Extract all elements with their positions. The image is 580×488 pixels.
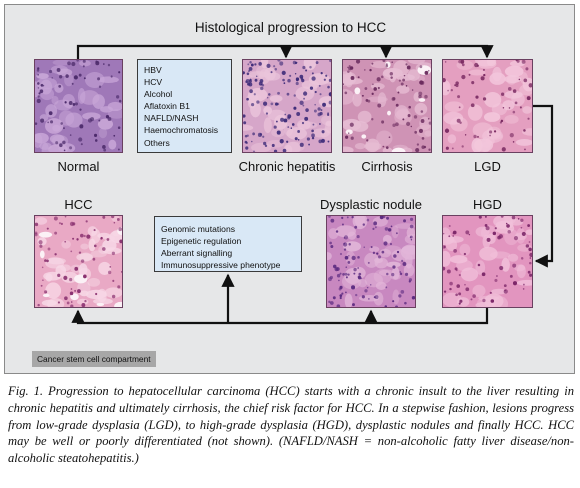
lgd-label: LGD: [474, 159, 501, 174]
mechanisms-box: Genomic mutations Epigenetic regulation …: [154, 216, 302, 272]
risk-factors-box: HBV HCV Alcohol Aflatoxin B1 NAFLD/NASH …: [137, 59, 232, 153]
hgd-label: HGD: [473, 197, 502, 212]
lgd-histology-image: [442, 59, 533, 153]
cirrhosis-histology-image: [342, 59, 432, 153]
normal-label: Normal: [57, 159, 100, 174]
cancer-stem-cell-label: Cancer stem cell compartment: [32, 351, 156, 367]
bottom-bracket-line: [71, 308, 489, 325]
top-bracket-line: [76, 44, 494, 59]
cirrhosis-label: Cirrhosis: [361, 159, 413, 174]
normal-histology-image: [34, 59, 123, 153]
hgd-histology-image: [442, 215, 533, 308]
chronic-hepatitis-label: Chronic hepatitis: [238, 159, 336, 174]
risk-factor-item: HBV: [144, 65, 162, 75]
diagram-title: Histological progression to HCC: [194, 20, 387, 35]
figure-panel: Histological progression to HCC Normal C…: [4, 4, 575, 374]
progression-arrows: [71, 44, 554, 325]
risk-factor-item: Others: [144, 137, 170, 148]
dysplastic-nodule-label: Dysplastic nodule: [320, 197, 422, 212]
arrow-lgd-to-hgd: [533, 104, 554, 268]
hcc-histology-image: [34, 215, 123, 308]
risk-factor-item: Haemochromatosis: [144, 125, 219, 136]
mechanism-item: Immunosuppressive phenotype: [161, 260, 281, 271]
dysplastic-nodule-histology-image: [326, 215, 416, 308]
risk-factor-item: NAFLD/NASH: [144, 113, 199, 124]
risk-factor-item: Alcohol: [144, 89, 173, 100]
figure-caption: Fig. 1. Progression to hepatocellular ca…: [8, 384, 574, 466]
hcc-label: HCC: [64, 197, 93, 212]
mechanism-item: Epigenetic regulation: [161, 236, 242, 247]
mechanism-item: Aberrant signalling: [161, 248, 233, 259]
mechanism-item: Genomic mutations: [161, 224, 236, 234]
chronic-hepatitis-histology-image: [242, 59, 332, 153]
risk-factor-item: Aflatoxin B1: [144, 101, 190, 112]
risk-factor-item: HCV: [144, 77, 163, 88]
